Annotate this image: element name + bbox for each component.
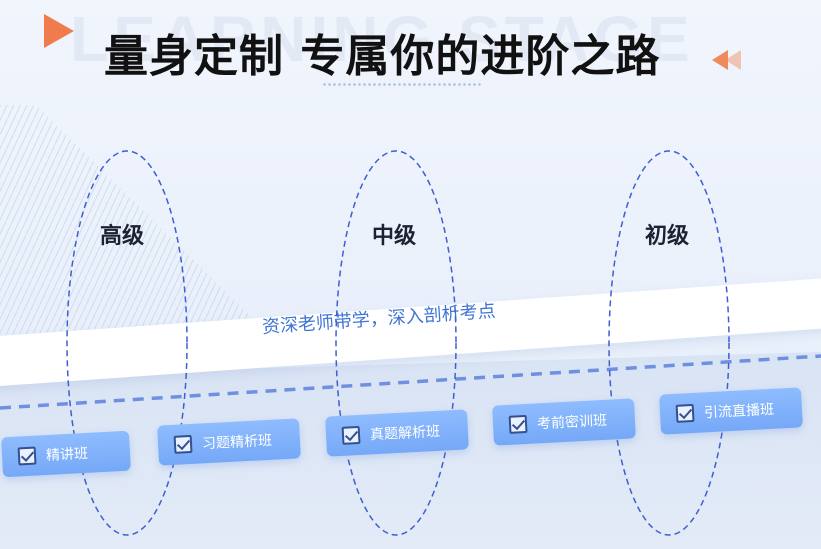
course-button-xiti[interactable]: 习题精析班	[157, 418, 301, 466]
play-triangle-icon	[44, 14, 74, 48]
level-ellipse-high	[66, 150, 188, 536]
course-label: 习题精析班	[201, 432, 273, 453]
watermark-text: LEARNING STAGE	[70, 3, 694, 72]
level-label-high: 高级	[100, 224, 145, 249]
level-ellipse-junior	[608, 150, 730, 536]
checkbox-icon	[508, 414, 528, 434]
course-label: 真题解析班	[369, 423, 441, 444]
course-button-jingjiang[interactable]: 精讲班	[1, 430, 131, 478]
title-underline-dots	[322, 82, 482, 88]
course-button-kaoqian[interactable]: 考前密训班	[492, 398, 636, 446]
course-button-zhenti[interactable]: 真题解析班	[325, 409, 469, 457]
page-title: 量身定制 专属你的进阶之路	[104, 31, 661, 82]
progress-dashed-line	[0, 354, 821, 410]
level-label-mid: 中级	[372, 224, 417, 249]
level-label-junior: 初级	[645, 224, 690, 249]
level-ellipse-mid	[335, 150, 457, 536]
rewind-arrows-icon	[712, 50, 744, 72]
checkbox-icon	[341, 425, 361, 445]
checkbox-icon	[17, 446, 37, 466]
course-label: 引流直播班	[703, 401, 775, 422]
course-label: 考前密训班	[536, 412, 608, 433]
checkbox-icon	[173, 434, 193, 454]
course-label: 精讲班	[45, 445, 89, 465]
course-button-zhibo[interactable]: 引流直播班	[659, 387, 803, 435]
checkbox-icon	[675, 403, 695, 423]
